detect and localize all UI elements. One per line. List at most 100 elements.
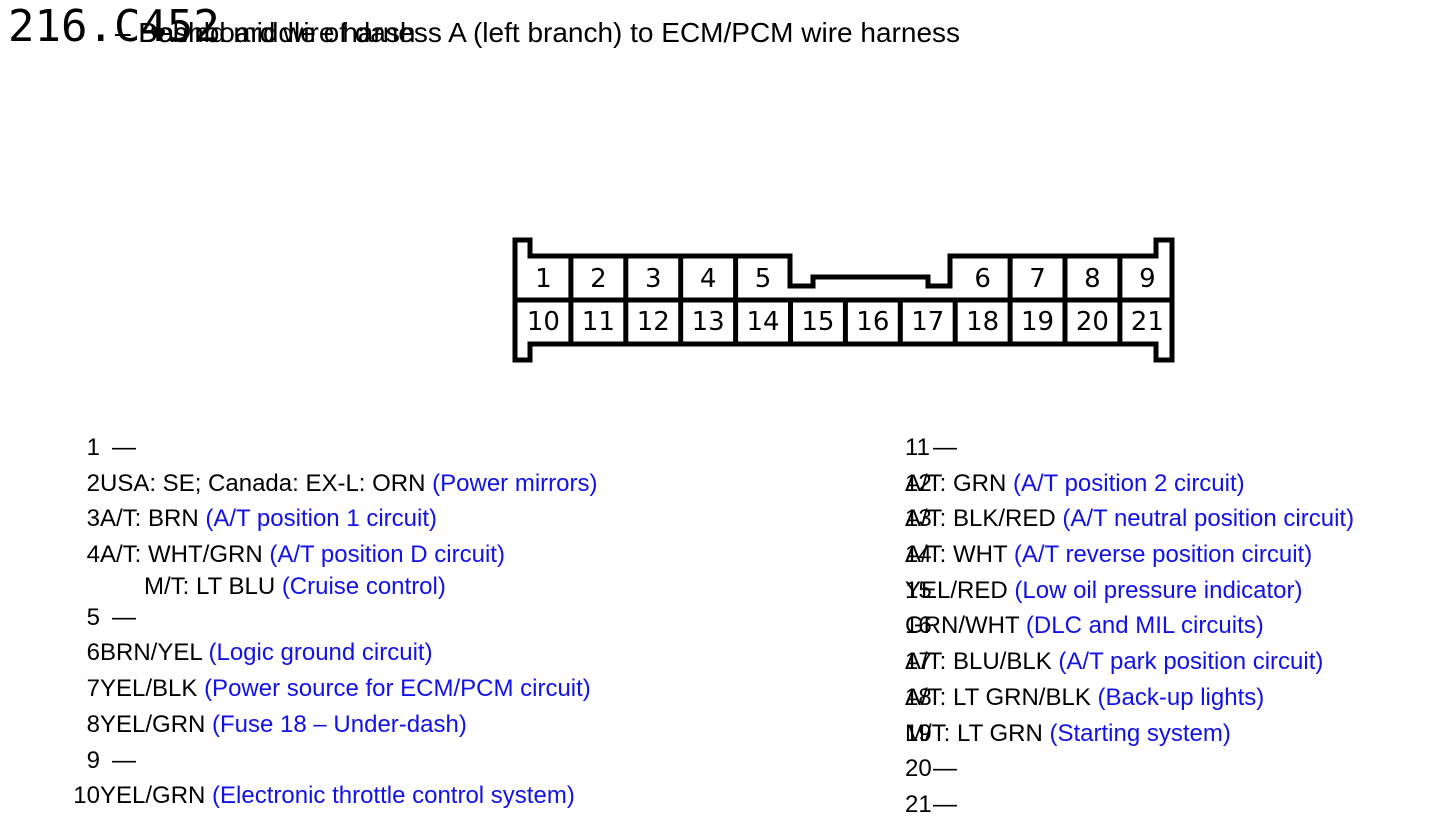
pin-top-3: 4 — [700, 264, 717, 294]
pin-list-left: 1—2USA: SE; Canada: EX-L: ORN (Power mir… — [70, 430, 790, 814]
wire-description: YEL/BLK — [100, 675, 205, 703]
pin-list-item: 5— — [70, 600, 790, 636]
pin-list-item: 6BRN/YEL (Logic ground circuit) — [70, 635, 790, 671]
pin-top-2: 3 — [645, 264, 662, 294]
pin-number: 10 — [73, 782, 100, 810]
pin-list-item: 20— — [905, 755, 957, 783]
circuit-note: (Electronic throttle control system) — [212, 782, 575, 810]
pin-list-item: 2USA: SE; Canada: EX-L: ORN (Power mirro… — [70, 466, 790, 502]
pin-top-6: 7 — [1029, 264, 1046, 294]
pin-list-item: 4A/T: WHT/GRN (A/T position D circuit) — [70, 537, 790, 573]
circuit-note: (A/T position 2 circuit) — [1013, 469, 1245, 497]
pin-number: 8 — [86, 710, 100, 738]
pin-bottom-4: 14 — [747, 307, 780, 337]
pin-list-item: M/T: LT BLU (Cruise control) — [70, 569, 790, 600]
connector-description: – Dashboard wire harness A (left branch)… — [115, 17, 961, 48]
pin-list-item: 14A/T: WHT (A/T reverse position circuit… — [905, 541, 1313, 569]
wire-description: A/T: GRN — [905, 469, 1014, 497]
pin-bottom-6: 16 — [856, 307, 889, 337]
circuit-note: (Fuse 18 – Under-dash) — [212, 710, 467, 738]
pin-list-item: 16GRN/WHT (DLC and MIL circuits) — [905, 612, 1264, 640]
pin-list-item: 3A/T: BRN (A/T position 1 circuit) — [70, 501, 790, 537]
pin-top-7: 8 — [1084, 264, 1101, 294]
circuit-note: (Cruise control) — [281, 572, 446, 600]
pin-bottom-0: 10 — [527, 307, 560, 337]
pin-bottom-1: 11 — [582, 307, 615, 337]
wire-description: — — [112, 746, 136, 774]
pin-list-item: 18A/T: LT GRN/BLK (Back-up lights) — [905, 683, 1265, 711]
pin-list-item: 11— — [905, 434, 957, 461]
pin-list-item: 10YEL/GRN (Electronic throttle control s… — [70, 778, 790, 814]
wire-description: M/T: LT BLU — [144, 572, 282, 600]
pin-list-item: 15YEL/RED (Low oil pressure indicator) — [905, 576, 1303, 604]
cavity-dividers — [568, 256, 1123, 344]
pin-list-item: 13A/T: BLK/RED (A/T neutral position cir… — [905, 505, 1355, 533]
pin-number: 7 — [86, 675, 100, 703]
wire-description: YEL/RED — [905, 576, 1015, 604]
pin-list-item: 1— — [70, 430, 790, 466]
wire-description: USA: SE; Canada: EX-L: ORN — [100, 469, 433, 497]
pin-top-4: 5 — [755, 264, 772, 294]
circuit-note: (Starting system) — [1049, 719, 1231, 747]
circuit-note: (DLC and MIL circuits) — [1025, 612, 1264, 640]
pin-top-1: 2 — [590, 264, 607, 294]
circuit-note: (Power source for ECM/PCM circuit) — [204, 675, 591, 703]
wire-description: GRN/WHT — [905, 612, 1026, 640]
top-row-pins: 1 2 3 4 5 6 7 8 9 — [535, 264, 1155, 294]
circuit-note: (Back-up lights) — [1097, 683, 1265, 711]
pin-number: 9 — [86, 746, 100, 774]
connector-id: 216.C452 — [8, 1, 220, 52]
pin-list-item: 17A/T: BLU/BLK (A/T park position circui… — [905, 648, 1324, 676]
circuit-note: (Power mirrors) — [432, 469, 598, 497]
wire-description: M/T: LT GRN — [905, 719, 1050, 747]
wire-description: — — [112, 434, 136, 461]
circuit-note: (A/T park position circuit) — [1058, 648, 1324, 676]
wire-description: A/T: BLU/BLK — [905, 648, 1059, 676]
pin-top-5: 6 — [974, 264, 991, 294]
pin-list-right: 11— 12A/T: GRN (A/T position 2 circuit) 13… — [905, 430, 1444, 823]
wire-description: — — [112, 603, 136, 631]
wire-description: A/T: WHT — [905, 541, 1014, 569]
circuit-note: (Low oil pressure indicator) — [1014, 576, 1303, 604]
connector-location: – Behind middle of dash — [115, 17, 416, 48]
pin-bottom-2: 12 — [637, 307, 670, 337]
pin-bottom-7: 17 — [911, 307, 944, 337]
circuit-note: (A/T reverse position circuit) — [1013, 541, 1313, 569]
circuit-note: (Logic ground circuit) — [208, 639, 433, 667]
circuit-note: (A/T neutral position circuit) — [1062, 505, 1355, 533]
pin-list-item: 7YEL/BLK (Power source for ECM/PCM circu… — [70, 671, 790, 707]
pin-number: 5 — [86, 603, 100, 631]
connector-outline — [512, 237, 1175, 363]
pin-list-item: 8YEL/GRN (Fuse 18 – Under-dash) — [70, 707, 790, 743]
pin-bottom-10: 20 — [1076, 307, 1109, 337]
wire-description: — — [933, 755, 957, 783]
pin-bottom-9: 19 — [1021, 307, 1054, 337]
wire-description: — — [933, 434, 957, 461]
pin-list-item: 9— — [70, 743, 790, 779]
circuit-note: (A/T position 1 circuit) — [205, 505, 437, 533]
wire-description: YEL/GRN — [100, 782, 213, 810]
wire-description: YEL/GRN — [100, 710, 213, 738]
pin-bottom-8: 18 — [966, 307, 999, 337]
pin-list-item: 12A/T: GRN (A/T position 2 circuit) — [905, 469, 1245, 497]
pin-top-8: 9 — [1139, 264, 1156, 294]
pin-top-0: 1 — [535, 264, 552, 294]
pin-number: 1 — [86, 434, 100, 461]
circuit-note: (A/T position D circuit) — [269, 541, 505, 569]
pin-number: 2 — [86, 469, 100, 497]
wire-description: — — [933, 790, 957, 818]
pin-number: 4 — [86, 541, 100, 569]
pin-bottom-3: 13 — [692, 307, 725, 337]
wire-description: A/T: LT GRN/BLK — [905, 683, 1098, 711]
pin-bottom-5: 15 — [801, 307, 834, 337]
pin-list-item: 19M/T: LT GRN (Starting system) — [905, 719, 1231, 747]
wire-description: A/T: BRN — [100, 505, 206, 533]
wire-description: A/T: WHT/GRN — [100, 541, 270, 569]
pin-list-item: 21— — [905, 790, 957, 818]
wire-description: A/T: BLK/RED — [905, 505, 1063, 533]
pin-number: 6 — [86, 639, 100, 667]
wire-description: BRN/YEL — [100, 639, 209, 667]
pin-number: 3 — [86, 505, 100, 533]
